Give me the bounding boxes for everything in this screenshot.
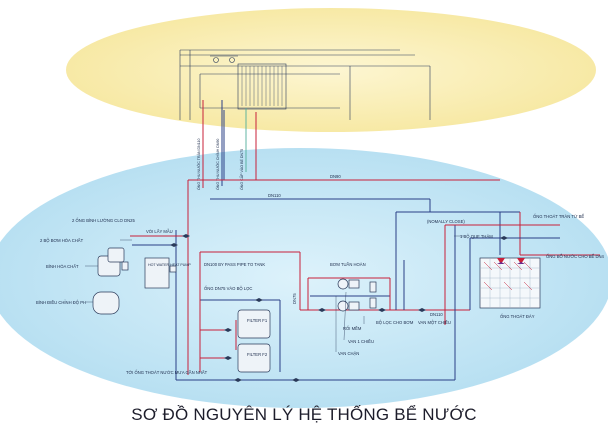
label-dn90: DN90 (330, 174, 341, 179)
label-dn110-top: DN110 (268, 193, 281, 198)
label-voi-lay-mau: VÒI LẤY MẪU (146, 229, 173, 234)
filters (237, 309, 271, 373)
label-ong-cap-vao-be: ỐNG CẤP VÀO BỂ DN75 (239, 149, 244, 190)
lower-zone (0, 148, 608, 408)
label-bom-tuan-hoan: BƠM TUẦN HOÀN (330, 262, 366, 267)
label-ong-thoat-tran-tu-be: ỐNG THOÁT TRÀN TỪ BỂ (533, 214, 584, 219)
heat-pump-motor (169, 265, 177, 273)
label-roi-mem: RỐI MỀM (343, 326, 362, 331)
label-dn75: DN75 (292, 293, 297, 304)
label-ong-bo-nuoc-cho-be: ỐNG BỔ NƯỚC CHO BỂ DN4 (546, 254, 605, 259)
label-filter-f2: FILTER F2 (247, 352, 268, 357)
label-bo-loc-cho-bom: BỘ LỌC CHO BƠM (376, 320, 414, 325)
label-toi-ong-thoat: TỚI ỐNG THOÁT NƯỚC MƯA GẦN NHẤT (126, 370, 208, 375)
label-van-chan: VAN CHẶN (338, 351, 359, 356)
label-dn110-bottom: DN110 (430, 312, 443, 317)
label-bo-que-tham: 1 BỘ QUE THĂM (460, 234, 493, 239)
label-normally-close: (NOMALLY CLOSE) (427, 219, 465, 224)
pool-section (179, 49, 431, 120)
label-ong-thu-nuoc-tran: ỐNG THU NƯỚC TRÀN DN110 (196, 139, 201, 190)
diagram-title: SƠ ĐỒ NGUYÊN LÝ HỆ THỐNG BỂ NƯỚC (131, 405, 477, 424)
label-binh-dieu-chinh-ph: BÌNH ĐIỀU CHỈNH ĐỘ PH (36, 300, 86, 305)
label-van-mot-chieu: VAN MỘT CHIỀU (418, 320, 451, 325)
label-ong-thu-nuoc-chinh: ỐNG THU NƯỚC CHÍNH DN90 (215, 139, 220, 190)
valves (170, 234, 508, 382)
label-ong-thoat-day: ỐNG THOÁT ĐÁY (500, 314, 535, 319)
label-van-1-chieu: VAN 1 CHIỀU (348, 339, 374, 344)
label-bom-hoa-chat: 2 BỘ BƠM HÓA CHẤT (40, 238, 84, 243)
chemical-tanks (92, 247, 129, 315)
leader-lines (85, 235, 464, 352)
label-hot-water-heat-pump: HOT WATER HEAT PUMP (148, 263, 191, 267)
upper-zone (66, 8, 596, 132)
label-ong-vao-bo-loc: ỐNG DN75 VÀO BỘ LỌC (204, 286, 252, 291)
main-pipes (130, 179, 600, 381)
label-binh-hoa-chat: BÌNH HÓA CHẤT (46, 264, 79, 269)
label-ong-binh-luong: 2 ỐNG BÌNH LƯỜNG CLO DN25 (72, 218, 135, 223)
risers (202, 100, 257, 188)
heat-pump-box (144, 257, 170, 289)
label-dn100-by-pass: DN100 BY PASS PIPE TO TANK (204, 262, 265, 267)
water-tank (479, 257, 541, 309)
label-filter-f1: FILTER F1 (247, 318, 268, 323)
